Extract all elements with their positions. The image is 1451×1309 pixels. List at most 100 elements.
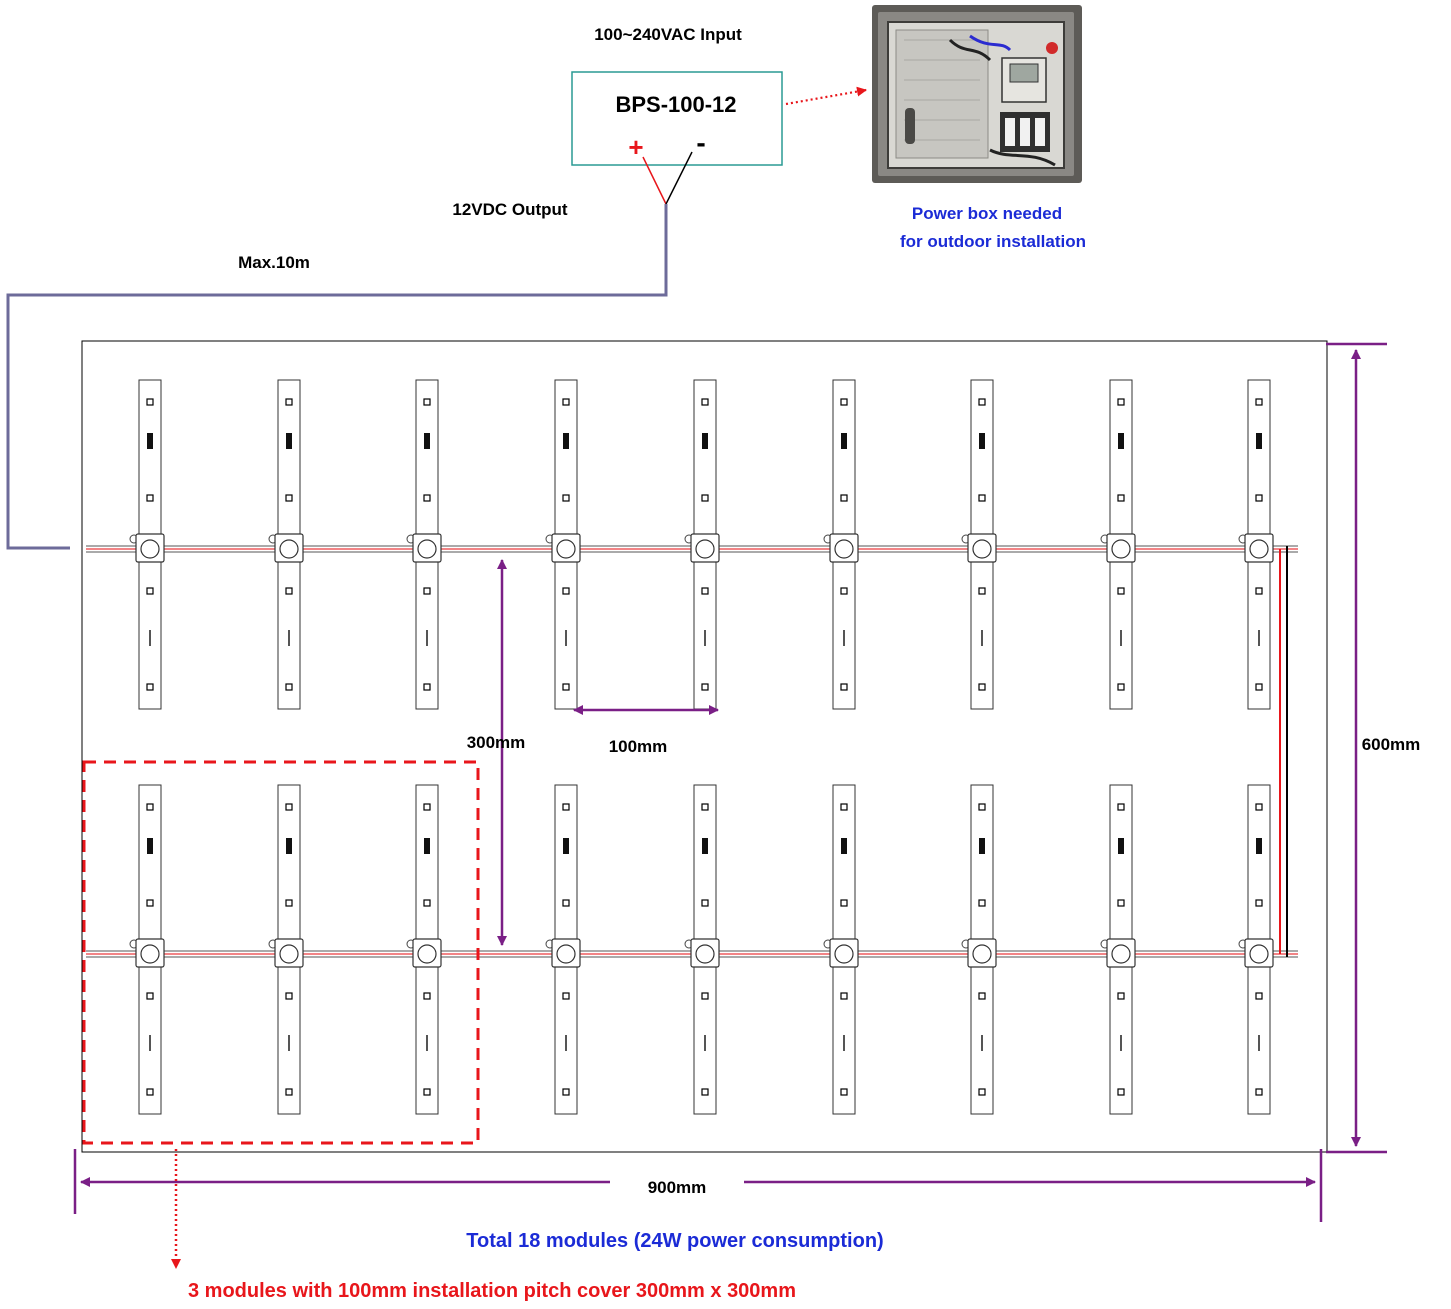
led-chip — [562, 1088, 570, 1096]
led-chip — [701, 1088, 709, 1096]
led-module — [1238, 379, 1274, 710]
led-chip — [423, 992, 431, 1000]
power-box-photo — [872, 5, 1082, 183]
led-chip — [701, 398, 709, 406]
led-chip — [146, 992, 154, 1000]
ic-chip — [147, 838, 153, 854]
led-chip — [1255, 494, 1263, 502]
led-chip — [840, 803, 848, 811]
led-chip — [562, 494, 570, 502]
led-module — [823, 379, 859, 710]
led-chip — [978, 398, 986, 406]
led-chip — [978, 899, 986, 907]
ac-input-label: 100~240VAC Input — [594, 25, 742, 44]
led-module — [129, 379, 165, 710]
led-chip — [978, 803, 986, 811]
led-chip — [1255, 587, 1263, 595]
led-chip — [562, 899, 570, 907]
dim-100mm-label: 100mm — [609, 737, 668, 756]
led-chip — [1255, 398, 1263, 406]
led-module — [1100, 379, 1136, 710]
ic-chip — [841, 433, 847, 449]
psu-to-powerbox-arrow — [785, 86, 867, 106]
led-chip — [146, 494, 154, 502]
dim-900mm-label: 900mm — [648, 1178, 707, 1197]
ic-chip — [147, 433, 153, 449]
led-module — [1238, 784, 1274, 1115]
led-chip — [978, 494, 986, 502]
led-chip — [285, 1088, 293, 1096]
led-chip — [840, 683, 848, 691]
led-module — [961, 784, 997, 1115]
led-module — [823, 784, 859, 1115]
led-chip — [423, 587, 431, 595]
led-chip — [840, 992, 848, 1000]
led-chip — [285, 398, 293, 406]
led-module — [406, 784, 442, 1115]
ic-chip — [424, 433, 430, 449]
led-modules — [129, 379, 1274, 1115]
led-chip — [978, 1088, 986, 1096]
led-chip — [1117, 494, 1125, 502]
psu-model-label: BPS-100-12 — [615, 92, 736, 117]
led-chip — [840, 398, 848, 406]
power-box-note-line2: for outdoor installation — [900, 232, 1086, 251]
led-chip — [1117, 803, 1125, 811]
ic-chip — [841, 838, 847, 854]
led-chip — [285, 587, 293, 595]
ic-chip — [286, 838, 292, 854]
led-module — [268, 784, 304, 1115]
ic-chip — [702, 838, 708, 854]
led-chip — [423, 683, 431, 691]
led-chip — [146, 899, 154, 907]
led-chip — [285, 803, 293, 811]
led-chip — [562, 398, 570, 406]
positive-wire — [642, 156, 667, 205]
led-module — [1100, 784, 1136, 1115]
led-chip — [285, 899, 293, 907]
three-module-group-box — [82, 760, 480, 1145]
led-chip — [1255, 992, 1263, 1000]
led-chip — [1255, 683, 1263, 691]
ic-chip — [702, 433, 708, 449]
led-chip — [840, 899, 848, 907]
led-chip — [840, 1088, 848, 1096]
ic-chip — [1118, 433, 1124, 449]
dim-600mm-label: 600mm — [1362, 735, 1421, 754]
led-chip — [701, 494, 709, 502]
ic-chip — [563, 433, 569, 449]
led-chip — [423, 899, 431, 907]
led-chip — [978, 683, 986, 691]
feed-cable — [6, 204, 668, 550]
led-chip — [562, 992, 570, 1000]
led-chip — [285, 992, 293, 1000]
led-chip — [146, 803, 154, 811]
led-chip — [840, 494, 848, 502]
led-chip — [701, 683, 709, 691]
led-module — [406, 379, 442, 710]
led-chip — [146, 683, 154, 691]
ic-chip — [1256, 433, 1262, 449]
dc-output-label: 12VDC Output — [452, 200, 568, 219]
led-chip — [1117, 398, 1125, 406]
led-module — [545, 784, 581, 1115]
ic-chip — [563, 838, 569, 854]
ic-chip — [979, 433, 985, 449]
power-box-note-line1: Power box needed — [912, 204, 1062, 223]
led-chip — [1117, 1088, 1125, 1096]
led-chip — [701, 803, 709, 811]
led-chip — [1255, 899, 1263, 907]
led-chip — [701, 992, 709, 1000]
led-chip — [1117, 683, 1125, 691]
led-chip — [146, 398, 154, 406]
ic-chip — [286, 433, 292, 449]
led-chip — [701, 899, 709, 907]
ic-chip — [979, 838, 985, 854]
led-chip — [562, 803, 570, 811]
led-chip — [1255, 803, 1263, 811]
ic-chip — [1256, 838, 1262, 854]
minus-terminal-label: - — [696, 127, 705, 158]
power-supply-box — [571, 71, 783, 166]
ic-chip — [424, 838, 430, 854]
